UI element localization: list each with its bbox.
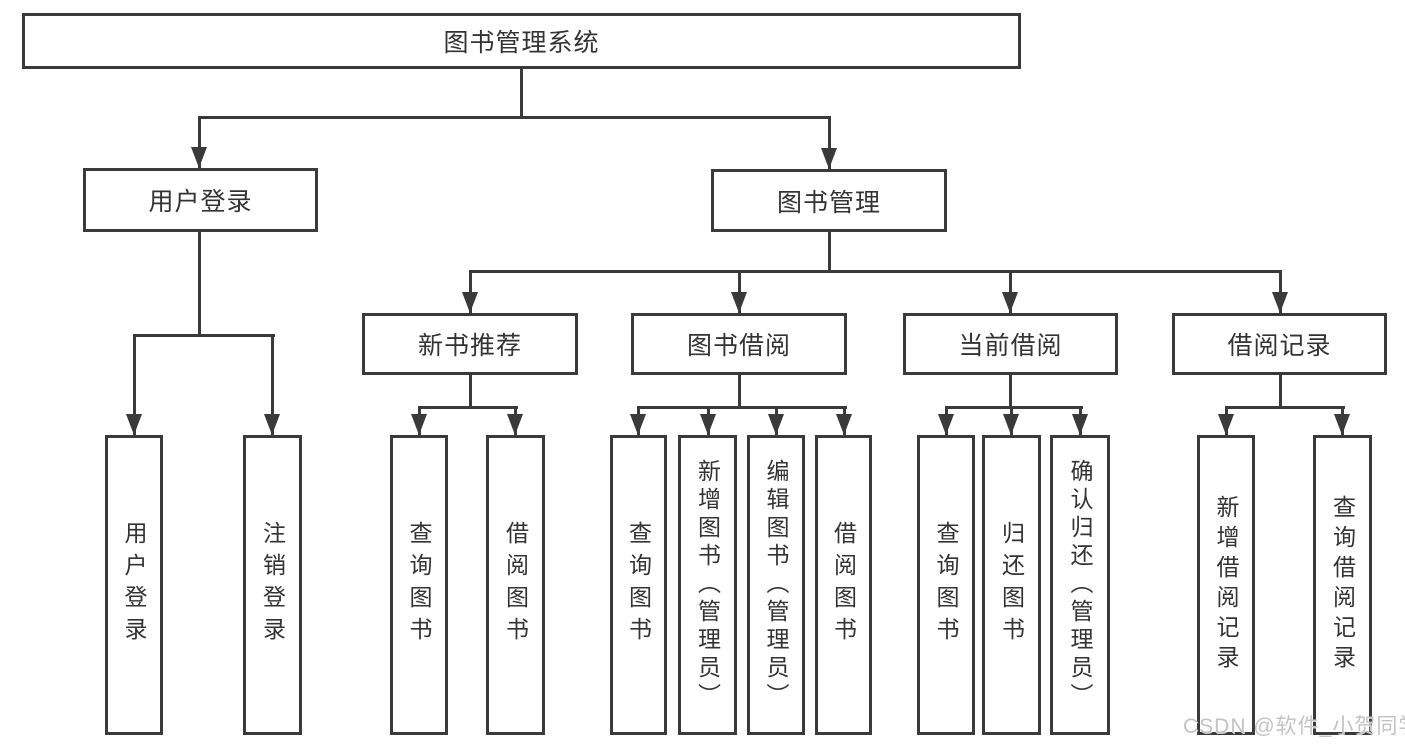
connector-arrow — [630, 407, 646, 435]
connector-arrow — [462, 271, 478, 313]
node-user-login-label: 用户登录 — [148, 188, 253, 216]
node-leaf-add-book-label: 新增图书（管理员） — [694, 459, 721, 711]
connector-arrow — [1072, 407, 1088, 435]
node-leaf-query-book-1-label: 查询图书 — [406, 521, 432, 649]
node-leaf-add-borrow-record-label: 新增借阅记录 — [1213, 495, 1239, 675]
connector-arrow — [1218, 407, 1234, 435]
connector-arrow — [1003, 407, 1019, 435]
connector-arrow — [768, 407, 784, 435]
connector-line — [636, 405, 847, 409]
node-leaf-borrow-book-1-label: 借阅图书 — [502, 521, 529, 649]
connector-arrow — [938, 407, 954, 435]
node-leaf-edit-book-label: 编辑图书（管理员） — [763, 459, 789, 711]
connector-line — [1224, 405, 1345, 409]
node-leaf-user-login-label: 用户登录 — [121, 521, 147, 649]
connector-arrow — [507, 407, 523, 435]
node-book-borrowing: 图书借阅 — [631, 313, 847, 375]
connector-arrow — [411, 407, 427, 435]
node-leaf-query-book-1: 查询图书 — [390, 435, 448, 735]
connector-arrow — [264, 335, 280, 435]
node-leaf-borrow-book-1: 借阅图书 — [486, 435, 545, 735]
node-root-label: 图书管理系统 — [443, 29, 600, 57]
node-root: 图书管理系统 — [22, 13, 1021, 69]
node-leaf-query-book-3-label: 查询图书 — [933, 521, 959, 649]
node-leaf-logout: 注销登录 — [243, 435, 302, 735]
node-leaf-query-book-2: 查询图书 — [610, 435, 667, 735]
connector-line — [132, 333, 275, 337]
node-book-borrowing-label: 图书借阅 — [686, 332, 791, 360]
node-current-borrowing-label: 当前借阅 — [958, 332, 1063, 360]
connector-line — [737, 375, 741, 407]
connector-arrow — [126, 335, 142, 435]
connector-arrow — [836, 407, 852, 435]
connector-arrow — [700, 407, 716, 435]
node-borrow-records-label: 借阅记录 — [1227, 332, 1332, 360]
node-leaf-add-book: 新增图书（管理员） — [678, 435, 737, 735]
node-leaf-query-book-3: 查询图书 — [917, 435, 975, 735]
node-current-borrowing: 当前借阅 — [903, 313, 1118, 375]
connector-arrow — [731, 271, 747, 313]
connector-line — [944, 405, 1083, 409]
node-leaf-return-book: 归还图书 — [982, 435, 1041, 735]
node-leaf-edit-book: 编辑图书（管理员） — [747, 435, 805, 735]
node-leaf-query-borrow-record-label: 查询借阅记录 — [1329, 495, 1356, 675]
connector-arrow — [1002, 271, 1018, 313]
node-leaf-return-book-label: 归还图书 — [998, 521, 1025, 649]
node-leaf-user-login: 用户登录 — [105, 435, 163, 735]
connector-line — [468, 269, 1282, 273]
connector-line — [1008, 375, 1012, 407]
node-leaf-confirm-return: 确认归还（管理员） — [1050, 435, 1110, 735]
node-new-book-recommend-label: 新书推荐 — [417, 332, 522, 360]
node-book-management: 图书管理 — [711, 169, 947, 232]
node-borrow-records: 借阅记录 — [1172, 313, 1387, 375]
node-leaf-borrow-book-2-label: 借阅图书 — [830, 521, 857, 649]
connector-arrow — [191, 117, 207, 168]
connector-arrow — [1334, 407, 1350, 435]
connector-line — [1278, 375, 1282, 407]
connector-line — [827, 232, 831, 271]
node-leaf-confirm-return-label: 确认归还（管理员） — [1067, 459, 1093, 711]
connector-line — [468, 375, 472, 407]
node-book-management-label: 图书管理 — [776, 188, 881, 217]
connector-arrow — [821, 117, 837, 169]
node-leaf-add-borrow-record: 新增借阅记录 — [1197, 435, 1255, 735]
node-leaf-query-book-2-label: 查询图书 — [625, 521, 652, 649]
connector-line — [417, 405, 518, 409]
watermark-text: CSDN @软件_小贺同学 — [1183, 715, 1405, 738]
node-leaf-query-borrow-record: 查询借阅记录 — [1313, 435, 1372, 735]
connector-line — [197, 232, 201, 335]
node-new-book-recommend: 新书推荐 — [362, 313, 578, 375]
node-user-login: 用户登录 — [83, 168, 318, 232]
connector-arrow — [1272, 271, 1288, 313]
node-leaf-logout-label: 注销登录 — [259, 521, 286, 649]
node-leaf-borrow-book-2: 借阅图书 — [815, 435, 872, 735]
connector-line — [197, 115, 831, 119]
connector-line — [519, 69, 523, 117]
